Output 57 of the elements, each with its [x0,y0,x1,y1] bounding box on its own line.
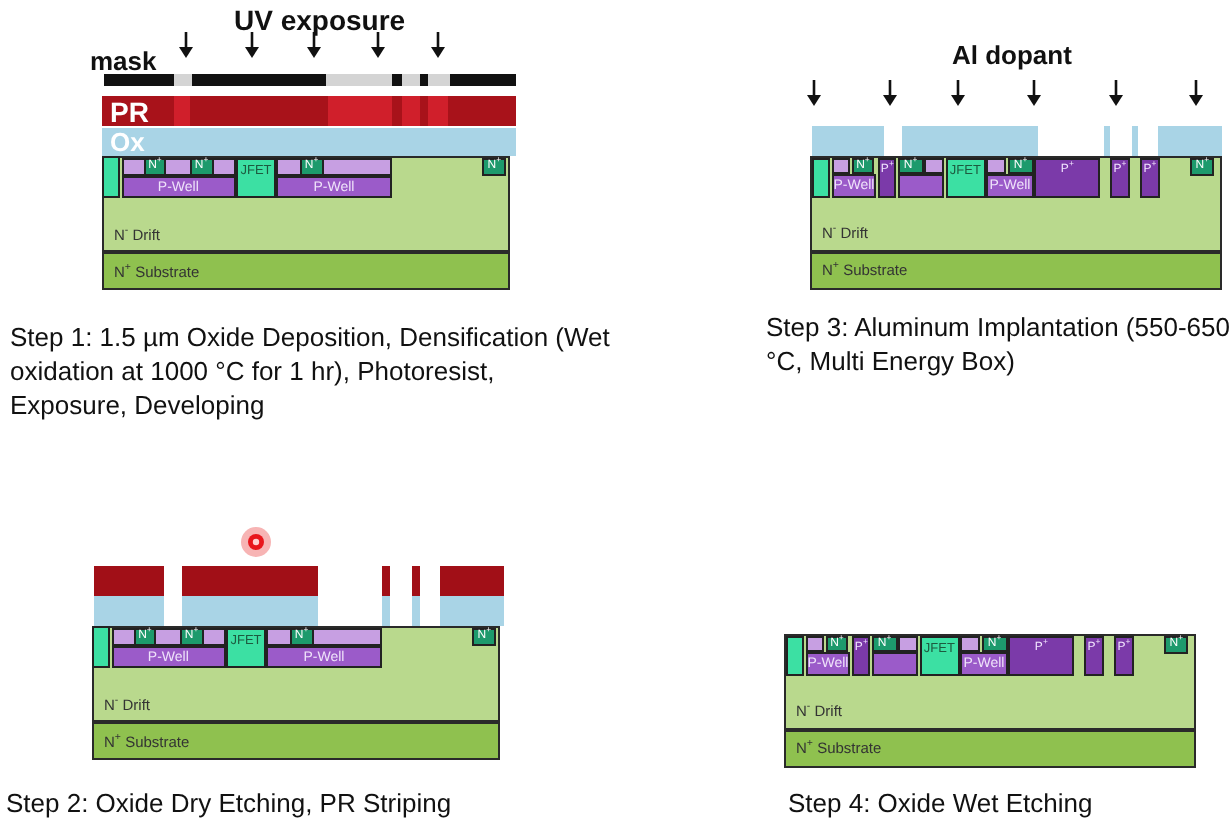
process-label: mask [90,48,157,74]
n-plus-region [1164,635,1189,654]
n-plus-region [190,157,214,176]
n-plus-region [482,157,507,176]
drift-layer [102,156,511,253]
n-plus-region [898,157,924,174]
p-plus-region [1008,635,1074,676]
jfet-region [236,157,276,198]
p-plus-region [1034,157,1100,198]
n-plus-region [143,157,167,176]
p-well-region [121,176,236,198]
p-plus-region [1114,635,1134,676]
step-caption: Step 1: 1.5 µm Oxide Deposition, Densification (Wet oxidation at 1000 °C for 1 hr), Photoresist, Exposure, Developing [10,320,610,422]
p-well-region [986,174,1034,198]
jfet-region [226,627,266,668]
p-well-region [111,646,226,668]
n-plus-region [1008,157,1034,174]
process-label: Al dopant [952,42,1072,68]
substrate-layer [92,722,501,761]
n-plus-region [300,157,324,176]
n-plus-region [133,627,157,646]
region-label: PR [110,97,149,125]
n-plus-region [290,627,314,646]
p-well-region [898,174,944,198]
step-caption: Step 4: Oxide Wet Etching [788,786,1095,820]
step-caption: Step 3: Aluminum Implantation (550-650 °C, Multi Energy Box) [766,310,1230,378]
photoresist-layer [102,96,516,126]
drift-layer [92,626,501,723]
p-well-region [276,176,392,198]
p-plus-region [878,157,897,198]
oxide-layer [102,128,516,156]
n-plus-region [1190,157,1215,176]
n-plus-region [180,627,204,646]
n-plus-region [851,157,875,174]
drift-layer [784,634,1196,730]
n-plus-region [472,627,497,646]
p-well-region [960,652,1008,676]
step-caption: Step 2: Oxide Dry Etching, PR Striping [6,786,454,820]
jfet-region [919,635,960,676]
substrate-layer [102,252,511,291]
n-plus-region [982,635,1008,652]
process-label: UV exposure [234,6,406,34]
jfet-region [945,157,986,198]
region-label: Ox [110,129,145,155]
substrate-layer [810,251,1222,291]
substrate-layer [784,729,1196,769]
p-plus-region [1140,157,1160,198]
p-plus-region [1110,157,1130,198]
p-well-region [872,652,918,676]
p-well-region [266,646,382,668]
p-plus-region [852,635,871,676]
p-plus-region [1084,635,1104,676]
n-plus-region [872,635,898,652]
p-well-region [805,652,851,676]
p-well-region [831,174,877,198]
n-plus-region [825,635,849,652]
drift-layer [810,156,1222,252]
